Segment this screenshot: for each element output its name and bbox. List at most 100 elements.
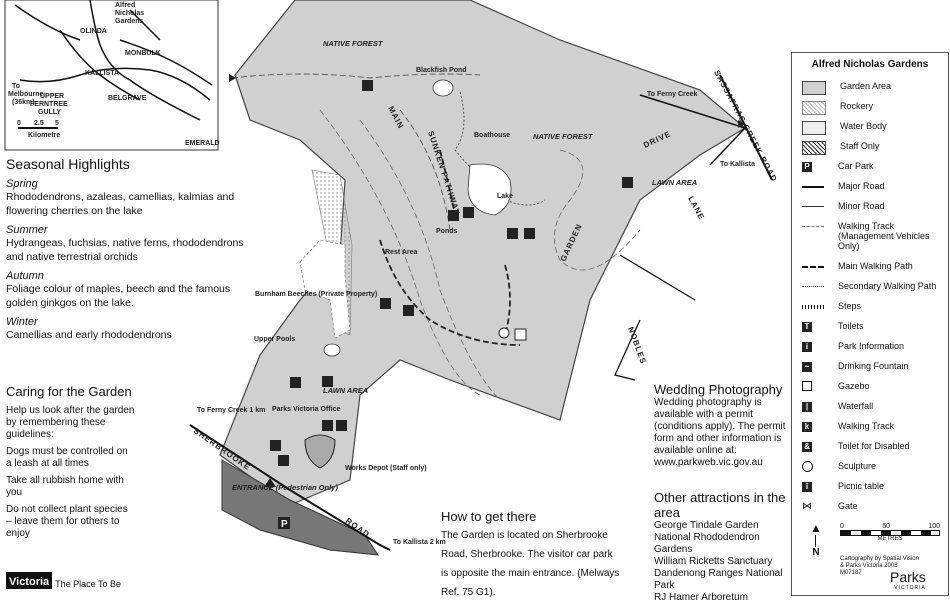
legend-item: Water Body [802,121,887,135]
caring-rule-2: Take all rubbish home with you [6,475,124,498]
label-blackfish-pond: Blackfish Pond [416,67,467,74]
svg-text:MONBULK: MONBULK [125,50,161,57]
svg-text:BELGRAVE: BELGRAVE [108,95,147,102]
svg-text:Kilometre: Kilometre [28,132,60,139]
cartography-credit: Cartography by Spatial Vision & Parks Vi… [840,556,919,576]
gate-marker-left [229,74,236,82]
label-nobles: NOBLES [626,326,648,366]
label-entrance: ENTRANCE (Pedestrian Only) [232,483,338,492]
north-arrow: ▲ N [810,521,822,558]
legend-item: Steps [802,301,861,311]
label-lane: LANE [686,195,706,222]
entrance-carpark [221,459,379,556]
label-boathouse: Boathouse [474,132,510,139]
svg-text:Melbourne: Melbourne [8,91,43,98]
legend-item: ⋈Gate [802,501,858,512]
how-to-text: The Garden is located on Sherbrooke Road… [441,530,620,598]
information-icon: i [802,342,812,352]
map-icons: P [264,80,633,530]
summer-text: Hydrangeas, fuchsias, native ferns, rhod… [6,237,244,263]
svg-text:UPPER: UPPER [40,93,64,100]
label-to-kallista-right: To Kallista [720,161,755,168]
svg-text:Nicholas: Nicholas [115,10,144,17]
svg-text:P: P [281,519,288,530]
label-rest-area: Rest Area [385,249,418,256]
drinking-fountain-icon [290,377,301,388]
legend-item: &Toilet for Disabled [802,441,910,453]
caring-rule-3: Do not collect plant species – leave the… [6,504,128,539]
park-information-icon [278,455,289,466]
walking-track-top [231,73,481,79]
other-heading: Other attractions in the area [654,490,786,520]
label-to-ferny-creek-left: To Ferny Creek 1 km [197,407,265,414]
caring-rule-1: Dogs must be controlled on a leash at al… [6,446,128,469]
spring-label: Spring [6,178,38,190]
walking-track-curve2 [319,109,481,396]
map-legend: Alfred Nicholas Gardens Garden Area Rock… [791,52,949,596]
caring-intro: Help us look after the garden by remembe… [6,405,135,440]
caring-heading: Caring for the Garden [6,384,132,399]
car-park-icon: P [802,162,812,172]
walking-track-icon [622,177,633,188]
autumn-label: Autumn [6,270,44,282]
legend-item: ~Drinking Fountain [802,361,909,373]
legend-item: Walking Track (Management Vehicles Only) [802,221,942,251]
gate-icon: ⋈ [802,501,812,512]
walking-track-icon [362,80,373,91]
seasonal-heading: Seasonal Highlights [6,156,130,172]
svg-text:To: To [12,83,20,90]
drive-road [639,94,747,166]
toilet-disabled-icon: & [802,442,812,452]
label-lawn-area-right: LAWN AREA [652,178,697,187]
svg-text:FERNTREE: FERNTREE [30,101,68,108]
legend-item: Main Walking Path [802,261,913,271]
autumn-text: Foliage colour of maples, beech and the … [6,283,231,309]
legend-item: Rockery [802,101,873,115]
legend-item: Secondary Walking Path [802,281,936,291]
inset-label-gardens: Alfred [115,2,135,9]
drinking-fountain-icon [380,298,391,309]
picnic-table-icon: ī [802,482,812,492]
legend-item: Minor Road [802,201,885,211]
legend-item: Staff Only [802,141,879,155]
walking-track-curve1 [359,119,501,401]
victoria-logo: Victoria [6,572,53,589]
svg-text:KALLISTA: KALLISTA [85,70,119,77]
north-arrow-icon: ▲ [810,521,822,535]
legend-item: Sculpture [802,461,876,473]
toilets-icon [322,420,333,431]
sassafras-creek-road [719,74,773,181]
picnic-table-icon [322,376,333,387]
walking-track-icon [463,207,474,218]
garden-area [219,0,747,506]
label-to-kallista-bottom: To Kallista 2 km [393,539,446,546]
walking-track-main [399,109,451,231]
legend-item: Gazebo [802,381,870,393]
label-native-forest-right: NATIVE FOREST [533,132,594,141]
svg-text:OLINDA: OLINDA [80,28,107,35]
waterfall-icon [448,210,459,221]
attraction-item: William Ricketts Sanctuary [654,556,773,567]
svg-text:Gardens: Gardens [115,18,144,25]
wedding-url[interactable]: www.parkweb.vic.gov.au [654,457,763,468]
attraction-item: George Tindale Garden [654,520,759,531]
winter-label: Winter [6,316,38,328]
entrance-triangle-icon [264,478,276,487]
legend-item: |Waterfall [802,401,873,413]
lake [467,163,512,216]
legend-item: Garden Area [802,81,891,95]
attraction-item: National Rhododendron Gardens [654,532,760,555]
car-park-icon [278,517,290,529]
svg-text:(36km): (36km) [12,99,35,106]
svg-text:EMERALD: EMERALD [185,140,220,147]
walking-track-icon [403,305,414,316]
wedding-section: Wedding Photography Wedding photography … [654,382,789,469]
wedding-heading: Wedding Photography [654,382,783,397]
svg-text:GULLY: GULLY [38,109,61,116]
